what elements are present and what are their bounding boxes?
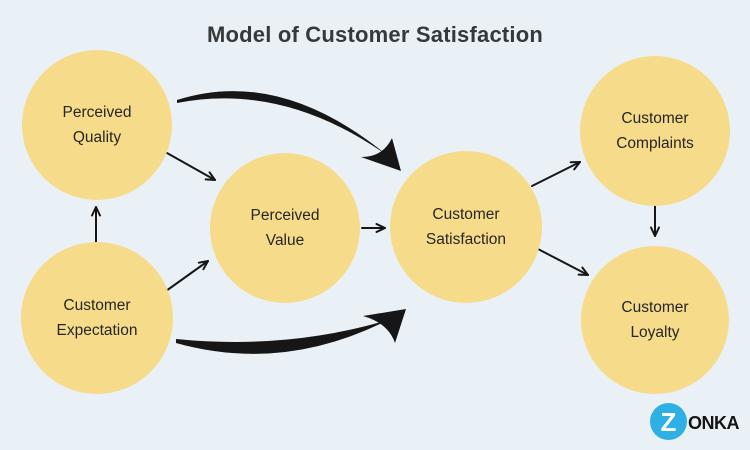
arrow-expectation-to-value xyxy=(165,260,209,292)
node-label: Value xyxy=(265,232,305,249)
node-label: Expectation xyxy=(56,322,138,339)
node-label: Perceived xyxy=(62,104,132,121)
node-label: Customer xyxy=(63,297,131,314)
arrow-expectation-to-satisfaction-curve xyxy=(176,309,406,354)
arrow-satisfaction-to-loyalty xyxy=(537,248,589,276)
node-customer-loyalty: Customer Loyalty xyxy=(581,246,729,394)
node-perceived-quality: Perceived Quality xyxy=(22,50,172,200)
node-perceived-value: Perceived Value xyxy=(210,153,360,303)
node-label: Customer xyxy=(621,299,689,316)
node-customer-expectation: Customer Expectation xyxy=(21,242,173,394)
node-label: Quality xyxy=(72,129,122,146)
zonka-logo: Z onka xyxy=(650,403,740,440)
node-label: Perceived xyxy=(250,207,320,224)
node-label: Satisfaction xyxy=(425,231,507,248)
diagram-title: Model of Customer Satisfaction xyxy=(206,22,544,47)
node-customer-satisfaction: Customer Satisfaction xyxy=(390,151,542,303)
node-customer-complaints: Customer Complaints xyxy=(580,56,730,206)
arrow-satisfaction-to-complaints xyxy=(531,161,581,187)
node-label: Customer xyxy=(621,110,689,127)
zonka-logo-z-icon: Z xyxy=(650,403,687,440)
node-label: Customer xyxy=(432,206,500,223)
zonka-logo-text: onka xyxy=(688,407,740,435)
node-label: Loyalty xyxy=(630,324,680,341)
arrow-quality-to-value xyxy=(166,152,216,181)
node-label: Complaints xyxy=(616,135,694,152)
